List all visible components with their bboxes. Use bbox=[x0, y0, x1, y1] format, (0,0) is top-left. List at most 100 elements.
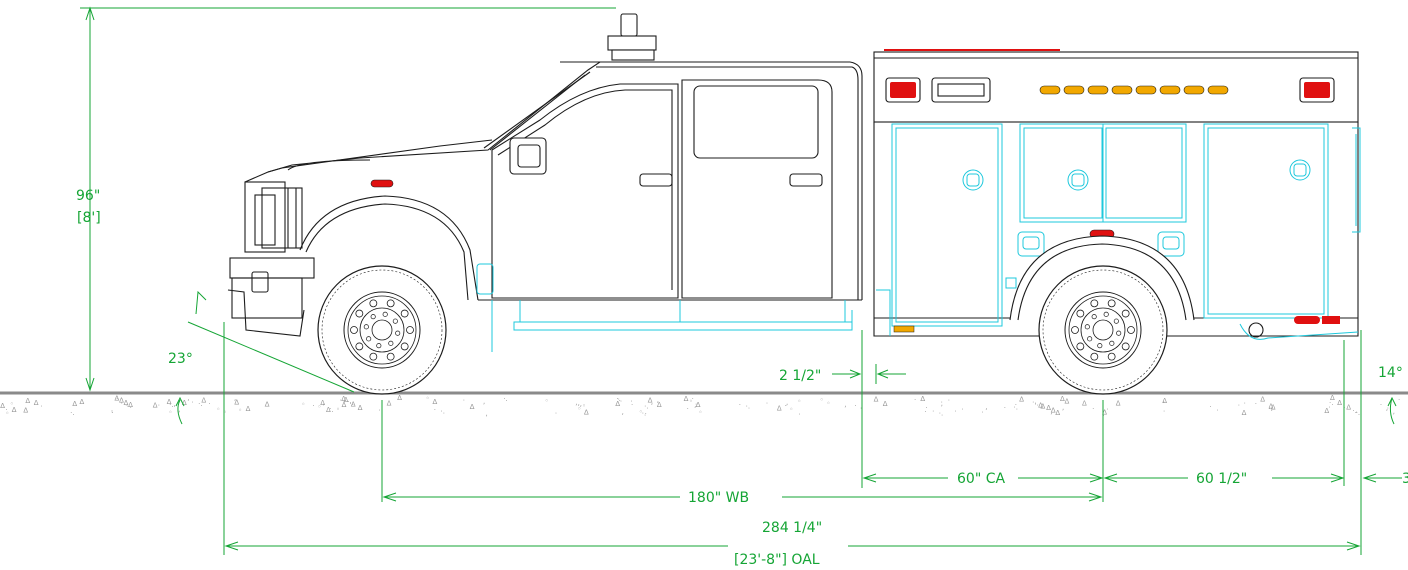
cab-gap-label: 2 1/2" bbox=[779, 368, 821, 384]
svg-text:∆: ∆ bbox=[695, 401, 701, 409]
svg-text:Δ: Δ bbox=[1269, 403, 1274, 411]
svg-text:·.: ·. bbox=[746, 402, 750, 410]
approach-angle-label: 23° bbox=[168, 351, 193, 367]
svg-text:·: · bbox=[948, 397, 950, 405]
svg-text:·: · bbox=[785, 402, 787, 410]
svg-text:.: . bbox=[130, 402, 132, 410]
svg-text:.: . bbox=[463, 394, 465, 402]
svg-text:∆: ∆ bbox=[123, 399, 129, 407]
svg-text:∆: ∆ bbox=[1336, 399, 1342, 407]
svg-text:◦: ◦ bbox=[317, 403, 321, 411]
svg-text:·: · bbox=[127, 402, 129, 410]
roof-light-icon bbox=[560, 13, 680, 63]
amber-light-bar-icon bbox=[1039, 85, 1229, 95]
svg-text:,: , bbox=[578, 399, 580, 407]
ground: .∆◦,∆···.·.∆···Δ··,·.◦∆,·.·.·.∆Δ◦·.◦·.◦,… bbox=[0, 391, 1408, 418]
svg-text:.: . bbox=[1255, 398, 1257, 406]
svg-text:∆: ∆ bbox=[614, 400, 620, 408]
svg-text:·: · bbox=[1380, 401, 1382, 409]
svg-text:∆: ∆ bbox=[118, 397, 124, 405]
svg-text:·: · bbox=[1004, 404, 1006, 412]
svg-text:·.: ·. bbox=[642, 410, 646, 418]
svg-text:.: . bbox=[313, 400, 315, 408]
compartment-front bbox=[891, 123, 1003, 327]
svg-text:,: , bbox=[786, 399, 788, 407]
svg-text:·.: ·. bbox=[347, 398, 351, 406]
svg-text:.: . bbox=[125, 400, 127, 408]
svg-text:,: , bbox=[234, 394, 236, 402]
svg-text:·: · bbox=[766, 399, 768, 407]
svg-text:∆: ∆ bbox=[919, 395, 925, 403]
svg-text:◦: ◦ bbox=[10, 400, 14, 408]
svg-text:.: . bbox=[932, 405, 934, 413]
svg-text:∆: ∆ bbox=[1050, 407, 1056, 415]
svg-text:∆: ∆ bbox=[71, 400, 77, 408]
svg-text:.: . bbox=[1015, 399, 1017, 407]
svg-text:Δ: Δ bbox=[1330, 394, 1335, 402]
svg-text:◦: ◦ bbox=[698, 409, 702, 417]
svg-text:·: · bbox=[208, 400, 210, 408]
svg-text:∆: ∆ bbox=[114, 394, 120, 402]
svg-text:,: , bbox=[483, 398, 485, 406]
svg-text:Δ: Δ bbox=[1242, 409, 1247, 417]
grille-light-icon bbox=[931, 77, 991, 103]
svg-text:◦: ◦ bbox=[5, 410, 9, 418]
front-door-handle-icon bbox=[639, 173, 673, 187]
svg-text:·.: ·. bbox=[1329, 399, 1333, 407]
svg-text:.: . bbox=[961, 404, 963, 412]
svg-text:.: . bbox=[121, 397, 123, 405]
svg-text:.: . bbox=[860, 403, 862, 411]
svg-text:·: · bbox=[116, 395, 118, 403]
svg-text:.: . bbox=[5, 404, 7, 412]
svg-text:∆: ∆ bbox=[22, 407, 28, 415]
svg-text:∆: ∆ bbox=[341, 401, 347, 409]
svg-text:,: , bbox=[844, 400, 846, 408]
svg-text:Δ: Δ bbox=[1346, 404, 1351, 412]
front-red-light-icon bbox=[890, 82, 916, 98]
svg-text:,: , bbox=[580, 400, 582, 408]
overall-length-label: 284 1/4" bbox=[762, 520, 822, 536]
svg-text:◦: ◦ bbox=[216, 405, 220, 413]
svg-text:.: . bbox=[631, 395, 633, 403]
svg-text:∆: ∆ bbox=[0, 402, 5, 410]
svg-text:Δ: Δ bbox=[1324, 407, 1329, 415]
svg-text:◦: ◦ bbox=[238, 407, 242, 415]
svg-text:◦: ◦ bbox=[826, 400, 830, 408]
svg-text:Δ: Δ bbox=[341, 395, 346, 403]
svg-text:·: · bbox=[41, 403, 43, 411]
svg-text:.: . bbox=[687, 403, 689, 411]
svg-text:Δ: Δ bbox=[1082, 400, 1087, 408]
svg-text:◦: ◦ bbox=[789, 405, 793, 413]
side-mirror-icon bbox=[509, 137, 547, 175]
height-label: 96" bbox=[76, 188, 100, 204]
svg-text:,: , bbox=[1050, 407, 1052, 415]
svg-text:Δ: Δ bbox=[777, 404, 782, 412]
svg-text:·: · bbox=[1328, 404, 1330, 412]
svg-text:Δ: Δ bbox=[246, 405, 251, 413]
svg-text:Δ: Δ bbox=[153, 402, 158, 410]
svg-text:∆: ∆ bbox=[79, 398, 85, 406]
svg-text:·: · bbox=[329, 405, 331, 413]
svg-text:Δ: Δ bbox=[34, 399, 39, 407]
svg-text:·.: ·. bbox=[1352, 407, 1356, 415]
svg-text:.: . bbox=[191, 397, 193, 405]
svg-text:∆: ∆ bbox=[583, 408, 589, 416]
svg-text:.: . bbox=[1102, 410, 1104, 418]
svg-text:·.: ·. bbox=[503, 395, 507, 403]
compartment-rear bbox=[1203, 123, 1329, 319]
svg-text:.: . bbox=[555, 408, 557, 416]
svg-text:.: . bbox=[434, 404, 436, 412]
body-header bbox=[873, 51, 1359, 123]
rear-door-handle-icon bbox=[789, 173, 823, 187]
svg-text:∆: ∆ bbox=[1037, 401, 1043, 409]
svg-text:,: , bbox=[622, 408, 624, 416]
svg-text:·: · bbox=[692, 395, 694, 403]
svg-text:∆: ∆ bbox=[11, 406, 17, 414]
svg-text:Δ: Δ bbox=[25, 397, 30, 405]
grab-handle-icon bbox=[1352, 127, 1361, 233]
svg-text:,: , bbox=[575, 399, 577, 407]
svg-text:·.: ·. bbox=[1034, 399, 1038, 407]
svg-text:Δ: Δ bbox=[387, 400, 392, 408]
dimension-lines bbox=[80, 6, 1402, 555]
svg-text:Δ: Δ bbox=[201, 396, 206, 404]
